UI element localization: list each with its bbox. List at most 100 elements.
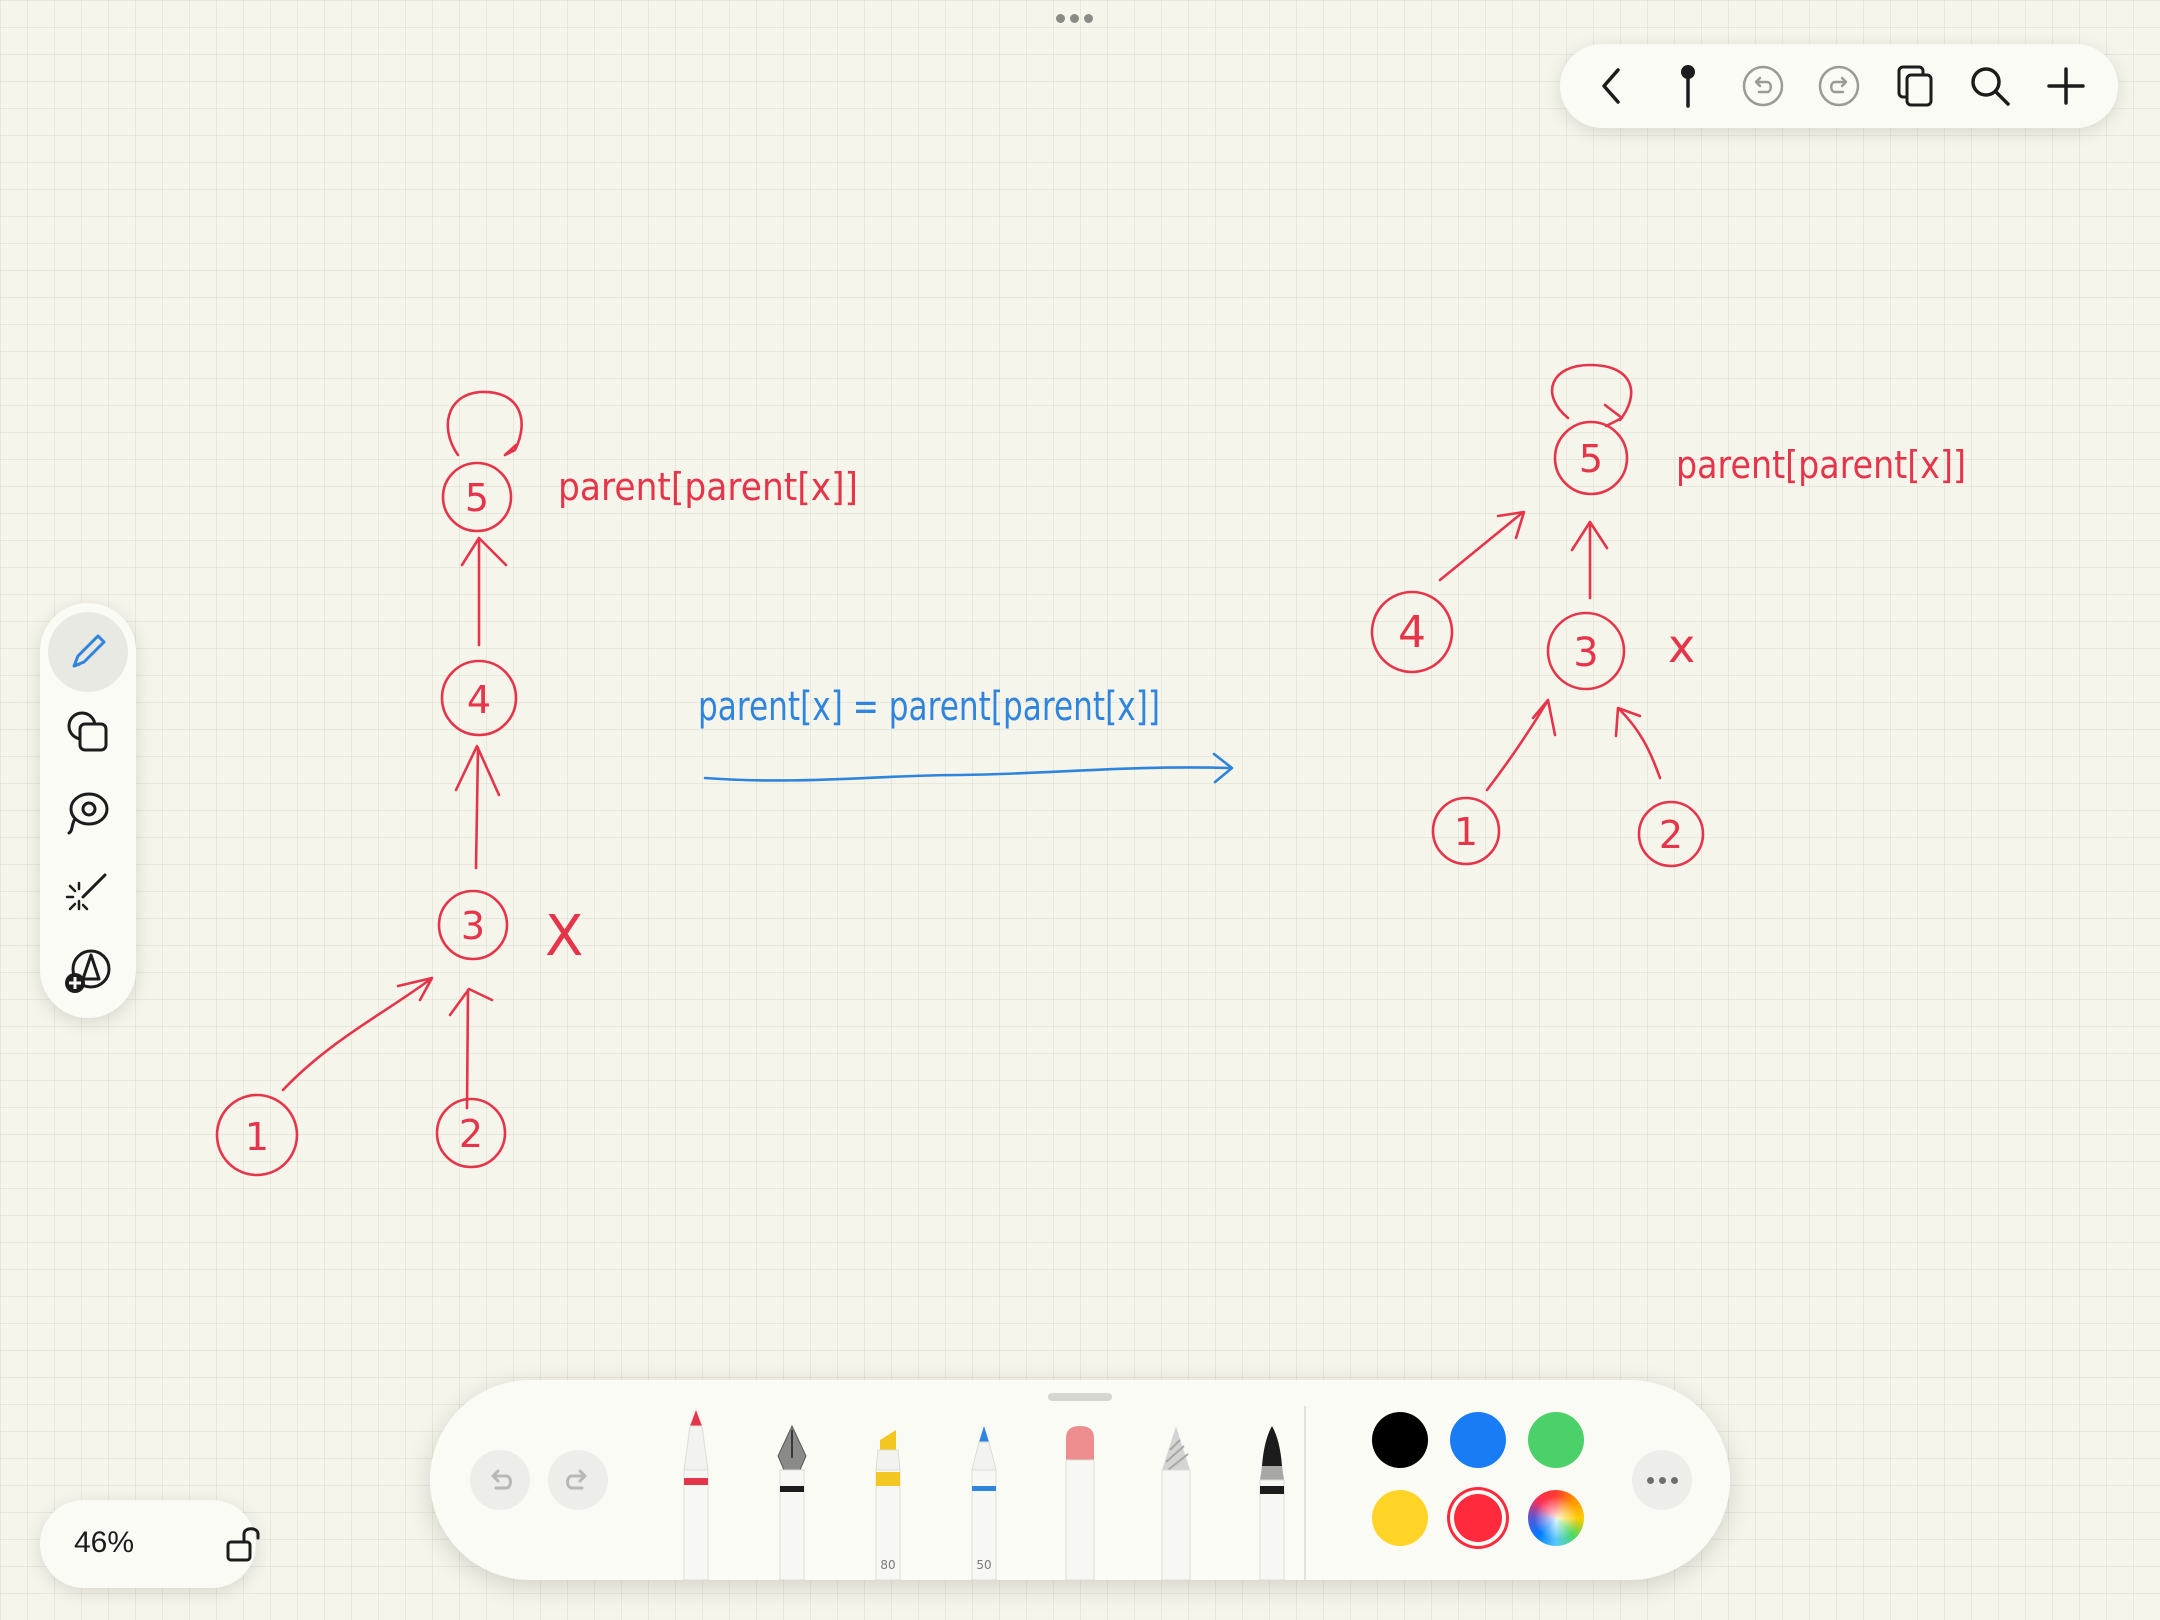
left-tree-diagram: 5 4 3 X 1 2 parent[parent[x]]: [215, 390, 858, 1177]
toolbar-divider: [1304, 1406, 1306, 1580]
right-tree-diagram: 5 parent[parent[x]] 4 3 x 1 2: [1370, 363, 1966, 868]
arrow-3-to-5: [1570, 520, 1609, 600]
swatch-custom-color[interactable]: [1528, 1490, 1584, 1546]
pen-tool-button[interactable]: [48, 612, 128, 692]
eraser-tool[interactable]: [1050, 1410, 1110, 1580]
left-parent-label: parent[parent[x]]: [558, 465, 858, 509]
node-4: [1370, 590, 1454, 674]
pencil-tool[interactable]: [1146, 1410, 1206, 1580]
node-1: [215, 1093, 299, 1177]
highlighter-icon: [875, 1430, 901, 1580]
arrow-4-to-5: [460, 536, 508, 647]
marker-width: 50: [976, 1558, 992, 1572]
node-2-label: 2: [459, 1112, 483, 1156]
node-3-label: 3: [461, 904, 485, 948]
arrow-1-to-3: [281, 976, 434, 1092]
x-marker: x: [1668, 619, 1695, 673]
more-dot: [1646, 1476, 1654, 1484]
arrow-2-to-3: [1614, 706, 1662, 780]
arrow-2-to-3: [448, 987, 494, 1110]
self-loop: [1550, 363, 1633, 428]
eraser-icon: [1065, 1426, 1095, 1580]
more-dot: [1670, 1476, 1678, 1484]
pen-tool[interactable]: [666, 1410, 726, 1580]
toolbar-undo-button[interactable]: [470, 1450, 530, 1510]
node-3: [1546, 611, 1626, 691]
swatch-green[interactable]: [1528, 1412, 1584, 1468]
highlighter-width: 80: [880, 1558, 896, 1572]
highlighter-tool[interactable]: 80: [858, 1410, 918, 1580]
dot: [1056, 14, 1065, 23]
add-icon: [2047, 67, 2085, 105]
redo-icon: [1818, 65, 1860, 107]
node-4-label: 4: [467, 678, 491, 722]
pen-icon: [72, 634, 106, 668]
transform-arrow: [703, 752, 1234, 784]
lock-button[interactable]: [222, 1522, 266, 1566]
top-toolbar: [1560, 44, 2118, 128]
node-2: [435, 1097, 507, 1169]
right-parent-label: parent[parent[x]]: [1676, 443, 1966, 487]
pencil-icon: [1161, 1426, 1191, 1580]
lasso-icon: [67, 792, 109, 835]
toolbar-more-button[interactable]: [1632, 1450, 1692, 1510]
side-tool-palette: [40, 603, 136, 1018]
pin-button[interactable]: [1660, 58, 1716, 114]
marker-icon: [971, 1426, 997, 1580]
undo-icon: [491, 1469, 512, 1490]
node-5-label: 5: [1579, 437, 1603, 481]
search-icon: [1971, 67, 2011, 106]
middle-formula: parent[x] = parent[parent[x]]: [698, 684, 1234, 784]
pin-icon: [1680, 65, 1695, 108]
node-3-label: 3: [1573, 630, 1598, 676]
marker-tool[interactable]: 50: [954, 1410, 1014, 1580]
swatch-red-selected[interactable]: [1454, 1494, 1502, 1542]
search-button[interactable]: [1962, 58, 2018, 114]
formula-text: parent[x] = parent[parent[x]]: [698, 684, 1160, 730]
node-4: [440, 659, 518, 737]
toolbar-grabber[interactable]: [1048, 1393, 1112, 1401]
arrow-3-to-4: [454, 744, 501, 870]
undo-icon: [1743, 65, 1784, 107]
self-loop: [446, 390, 523, 457]
shapes-icon: [67, 711, 108, 752]
pages-icon: [1897, 65, 1933, 107]
redo-button[interactable]: [1811, 58, 1867, 114]
color-wheel-center: [1534, 1496, 1578, 1540]
redo-icon: [566, 1469, 587, 1490]
dot: [1070, 14, 1079, 23]
node-1-label: 1: [245, 1115, 269, 1159]
zoom-control: 46%: [40, 1500, 260, 1588]
swatch-black[interactable]: [1372, 1412, 1428, 1468]
laser-icon: [65, 873, 107, 911]
node-4-label: 4: [1398, 607, 1426, 658]
crayon-icon: [1259, 1426, 1285, 1580]
undo-button[interactable]: [1735, 58, 1791, 114]
swatch-yellow[interactable]: [1372, 1490, 1428, 1546]
fountain-pen-tool[interactable]: [762, 1410, 822, 1580]
window-options-dots[interactable]: [1056, 14, 1093, 23]
toolbar-redo-button[interactable]: [548, 1450, 608, 1510]
lasso-tool-button[interactable]: [48, 772, 128, 852]
arrow-1-to-3: [1485, 698, 1557, 792]
more-dot: [1658, 1476, 1666, 1484]
zoom-level[interactable]: 46%: [74, 1526, 135, 1559]
crayon-tool[interactable]: [1242, 1410, 1302, 1580]
node-3: [437, 889, 509, 961]
add-button[interactable]: [2038, 58, 2094, 114]
node-2: [1637, 800, 1705, 868]
shapes-tool-button[interactable]: [48, 692, 128, 772]
node-5-label: 5: [465, 476, 489, 520]
node-1: [1431, 796, 1501, 866]
swatch-blue[interactable]: [1450, 1412, 1506, 1468]
x-marker: X: [545, 904, 583, 969]
dot: [1084, 14, 1093, 23]
back-button[interactable]: [1584, 58, 1640, 114]
add-element-tool-button[interactable]: [48, 932, 128, 1012]
laser-tool-button[interactable]: [48, 852, 128, 932]
fountain-pen-icon: [777, 1424, 807, 1580]
unlock-icon: [226, 1527, 260, 1562]
pages-button[interactable]: [1887, 58, 1943, 114]
add-element-icon: [65, 949, 111, 993]
